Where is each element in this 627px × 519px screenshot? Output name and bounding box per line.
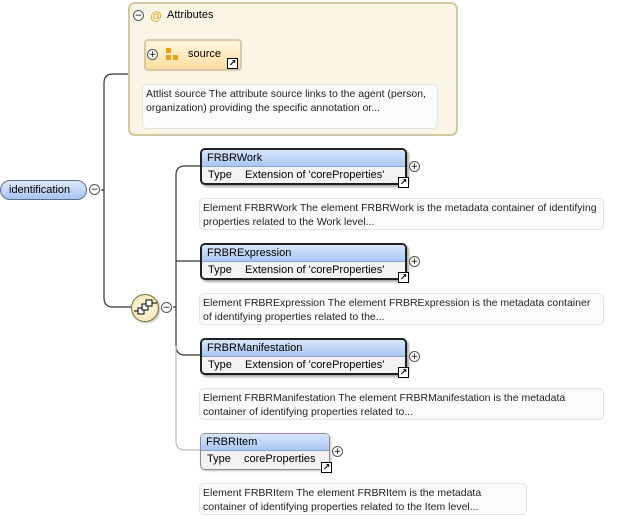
ref-arrow-icon[interactable]: ↗	[398, 177, 409, 188]
element-frbritem[interactable]: FRBRItem Type coreProperties	[200, 433, 330, 470]
expand-icon[interactable]: +	[409, 161, 420, 172]
element-type-row: Type coreProperties	[201, 451, 329, 468]
element-frbrexpression[interactable]: FRBRExpression Type Extension of 'corePr…	[200, 243, 407, 280]
sequence-compositor[interactable]	[131, 294, 159, 322]
element-frbrmanifestation[interactable]: FRBRManifestation Type Extension of 'cor…	[200, 338, 407, 375]
attribute-at-icon: @	[150, 9, 163, 23]
ref-arrow-icon[interactable]: ↗	[398, 272, 409, 283]
attribute-source-name: source	[188, 48, 222, 60]
ref-arrow-icon[interactable]: ↗	[398, 367, 409, 378]
element-annotation: Element FRBRManifestation The element FR…	[199, 388, 604, 420]
element-name: FRBRWork	[202, 150, 405, 167]
identification-collapse-icon[interactable]: −	[89, 184, 100, 195]
type-key: Type	[208, 264, 232, 276]
attributes-title: Attributes	[167, 9, 214, 21]
attribute-source[interactable]	[144, 39, 242, 71]
ref-arrow-icon[interactable]: ↗	[321, 462, 332, 473]
element-type-row: Type Extension of 'coreProperties'	[202, 167, 405, 184]
element-frbrwork[interactable]: FRBRWork Type Extension of 'coreProperti…	[200, 148, 407, 185]
attribute-source-expand-icon[interactable]: +	[147, 49, 158, 60]
type-value: Extension of 'coreProperties'	[245, 169, 385, 181]
element-name: FRBRItem	[201, 434, 329, 451]
type-key: Type	[207, 453, 231, 465]
identification-element[interactable]: identification	[0, 180, 87, 200]
attributes-collapse-icon[interactable]: −	[133, 10, 144, 21]
type-key: Type	[208, 169, 232, 181]
ref-arrow-icon[interactable]: ↗	[227, 58, 238, 69]
element-name: FRBRExpression	[202, 245, 405, 262]
attribute-annotation: Attlist source The attribute source link…	[142, 84, 438, 129]
type-value: Extension of 'coreProperties'	[245, 359, 385, 371]
sequence-icon	[134, 299, 157, 315]
element-annotation: Element FRBRItem The element FRBRItem is…	[199, 483, 527, 515]
type-value: coreProperties	[244, 453, 316, 465]
element-type-row: Type Extension of 'coreProperties'	[202, 262, 405, 279]
element-type-row: Type Extension of 'coreProperties'	[202, 357, 405, 374]
element-name: FRBRManifestation	[202, 340, 405, 357]
element-annotation: Element FRBRWork The element FRBRWork is…	[199, 198, 604, 230]
type-key: Type	[208, 359, 232, 371]
expand-icon[interactable]: +	[409, 351, 420, 362]
element-annotation: Element FRBRExpression The element FRBRE…	[199, 293, 604, 325]
sequence-collapse-icon[interactable]: −	[161, 302, 172, 313]
attribute-icon	[166, 48, 178, 60]
expand-icon[interactable]: +	[409, 256, 420, 267]
type-value: Extension of 'coreProperties'	[245, 264, 385, 276]
expand-icon[interactable]: +	[332, 446, 343, 457]
